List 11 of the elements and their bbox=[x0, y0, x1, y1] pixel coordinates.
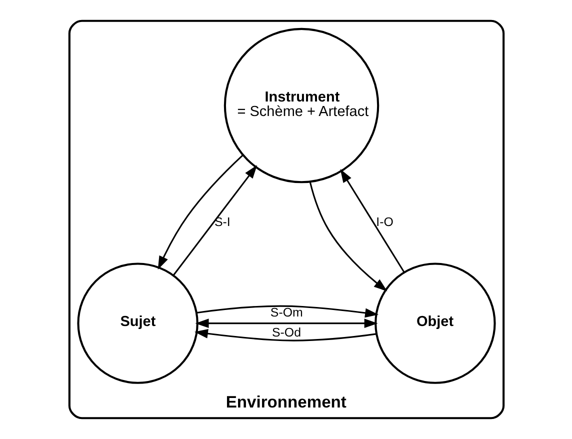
edge-label: S-Od bbox=[271, 325, 300, 340]
arrow bbox=[340, 169, 404, 273]
arrow bbox=[196, 305, 378, 318]
arrow bbox=[308, 181, 387, 292]
arrow bbox=[194, 318, 378, 328]
edge-label: I-O bbox=[376, 215, 393, 230]
arrow bbox=[194, 328, 376, 342]
node-circle: Sujet bbox=[76, 262, 198, 384]
arrow bbox=[157, 154, 244, 270]
edge-label: S-Om bbox=[270, 306, 302, 320]
arrow bbox=[172, 165, 257, 276]
